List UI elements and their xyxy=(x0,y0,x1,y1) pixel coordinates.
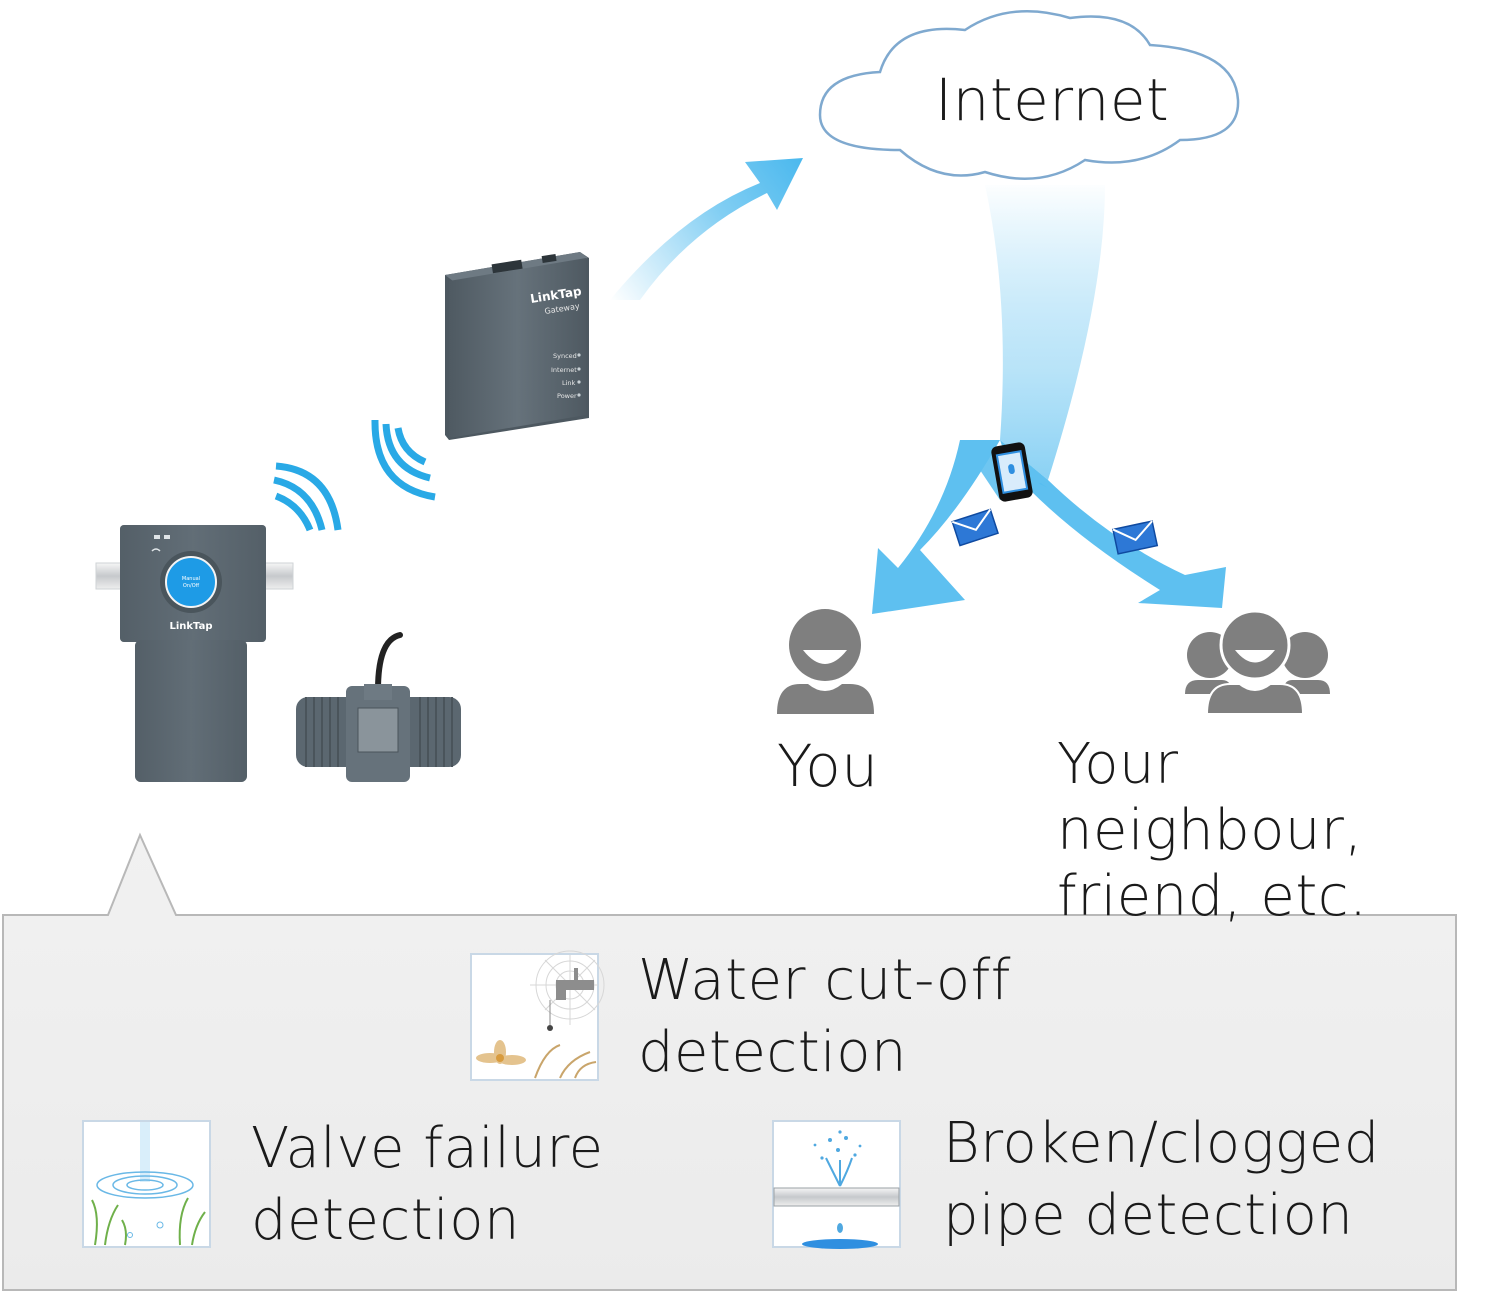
notification-split-arrow xyxy=(872,185,1226,614)
water-cutoff-detection-label: Water cut-off detection xyxy=(638,945,1011,1089)
manual-on-off-button xyxy=(165,556,217,608)
detection-line: Broken/clogged xyxy=(943,1111,1380,1176)
flow-sensor-device xyxy=(296,632,461,782)
valve-failure-detection-label: Valve failure detection xyxy=(251,1113,604,1257)
you-label: You xyxy=(777,732,879,800)
neighbour-label-line1: Your neighbour, xyxy=(1057,732,1363,863)
dry-tap-icon xyxy=(470,950,605,1081)
callout-panel xyxy=(2,832,1457,1291)
group-people-icon xyxy=(1185,609,1330,715)
wireless-signal-icon xyxy=(371,419,436,501)
neighbour-label: Your neighbour, friend, etc. xyxy=(1057,732,1500,930)
leaking-pipe-icon xyxy=(772,1120,901,1249)
gateway-device: LinkTap Gateway Synced Internet Link Pow… xyxy=(445,252,589,440)
smartphone-icon xyxy=(991,442,1033,502)
internet-cloud xyxy=(818,10,1240,180)
valve-device: Manual On/Off LinkTap xyxy=(95,525,294,782)
gateway-to-internet-arrow xyxy=(610,158,803,300)
you-person-icon xyxy=(777,609,874,714)
valve-brand: LinkTap xyxy=(169,621,212,632)
detection-line: Water cut-off xyxy=(638,948,1012,1013)
neighbour-label-line2: friend, etc. xyxy=(1057,864,1368,929)
valve-button-label-top: Manual xyxy=(182,576,200,582)
water-ripple-icon xyxy=(82,1120,211,1248)
gateway-led-power: Power xyxy=(557,392,577,400)
detection-line: detection xyxy=(251,1188,520,1253)
wireless-signal-icon xyxy=(273,462,342,532)
detection-line: Valve failure xyxy=(251,1116,604,1181)
internet-label: Internet xyxy=(935,66,1170,134)
broken-pipe-detection-label: Broken/clogged pipe detection xyxy=(943,1108,1380,1252)
envelope-icon xyxy=(951,508,999,547)
detection-line: detection xyxy=(638,1020,907,1085)
gateway-led-internet: Internet xyxy=(551,366,577,374)
gateway-led-link: Link xyxy=(562,379,576,387)
valve-button-label-bottom: On/Off xyxy=(183,583,200,589)
detection-line: pipe detection xyxy=(943,1183,1354,1248)
envelope-icon xyxy=(1112,520,1159,555)
gateway-led-synced: Synced xyxy=(553,352,577,360)
